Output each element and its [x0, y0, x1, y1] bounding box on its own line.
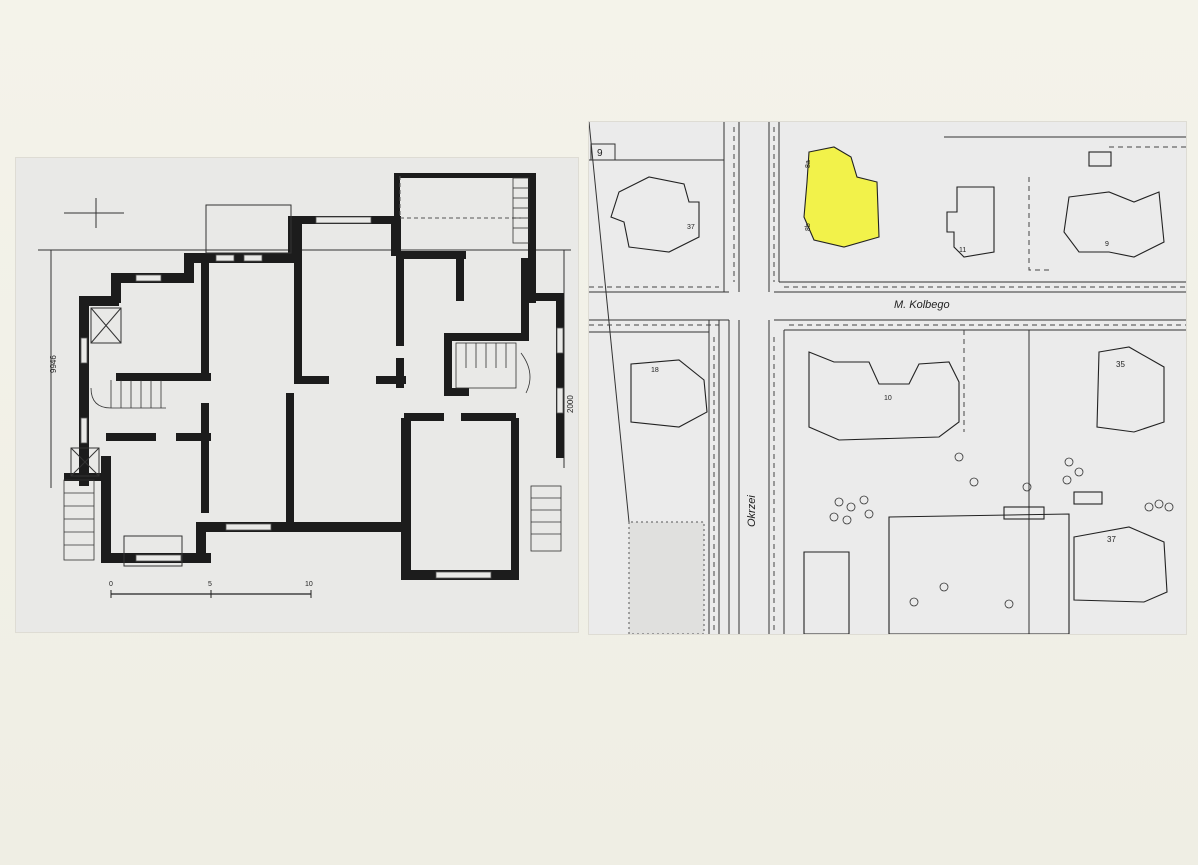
building-18 [630, 359, 708, 428]
building-number-18: 18 [651, 367, 659, 374]
dimension-right-label: 2000 [566, 395, 575, 413]
site-map-drawing: 9 M. Kolbego Okrzei [589, 122, 1186, 634]
building-small [1073, 491, 1103, 505]
building-37-top [610, 176, 700, 253]
building-number-37-top: 37 [687, 224, 695, 231]
building-35 [1096, 346, 1165, 433]
building-number-10: 10 [884, 395, 892, 402]
building-lot [888, 513, 1070, 634]
floor-plan-drawing: 9946 2000 0 5 10 [38, 173, 575, 598]
building-shed [1003, 506, 1045, 520]
scale-label-0: 0 [109, 581, 113, 588]
building-number-corner: 9 [597, 148, 603, 159]
building-number-35: 35 [1116, 360, 1125, 369]
building-number-11: 11 [959, 247, 966, 254]
highlighted-building[interactable] [803, 146, 880, 248]
building-kiosk [1088, 151, 1112, 167]
scale-bar: 0 5 10 [109, 581, 313, 598]
street-name-kolbego: M. Kolbego [894, 299, 950, 311]
scale-label-5: 5 [208, 581, 212, 588]
building-number-9: 9 [1105, 241, 1109, 248]
building-9 [1063, 191, 1165, 258]
building-number-8a: 8a [805, 160, 812, 168]
street-name-okrzei: Okrzei [746, 495, 758, 527]
floor-plan-sheet: 9946 2000 0 5 10 [15, 157, 579, 633]
dimension-left-label: 9946 [49, 355, 58, 373]
building-number-8b: 8b [805, 223, 812, 231]
site-map-sheet: 9 M. Kolbego Okrzei [588, 121, 1187, 635]
building-11 [946, 186, 995, 258]
building-10 [808, 351, 960, 441]
building-number-37-bottom: 37 [1107, 535, 1116, 544]
building-outbuilding [803, 551, 850, 634]
building-37-bottom [1073, 526, 1168, 603]
scale-label-10: 10 [305, 581, 313, 588]
